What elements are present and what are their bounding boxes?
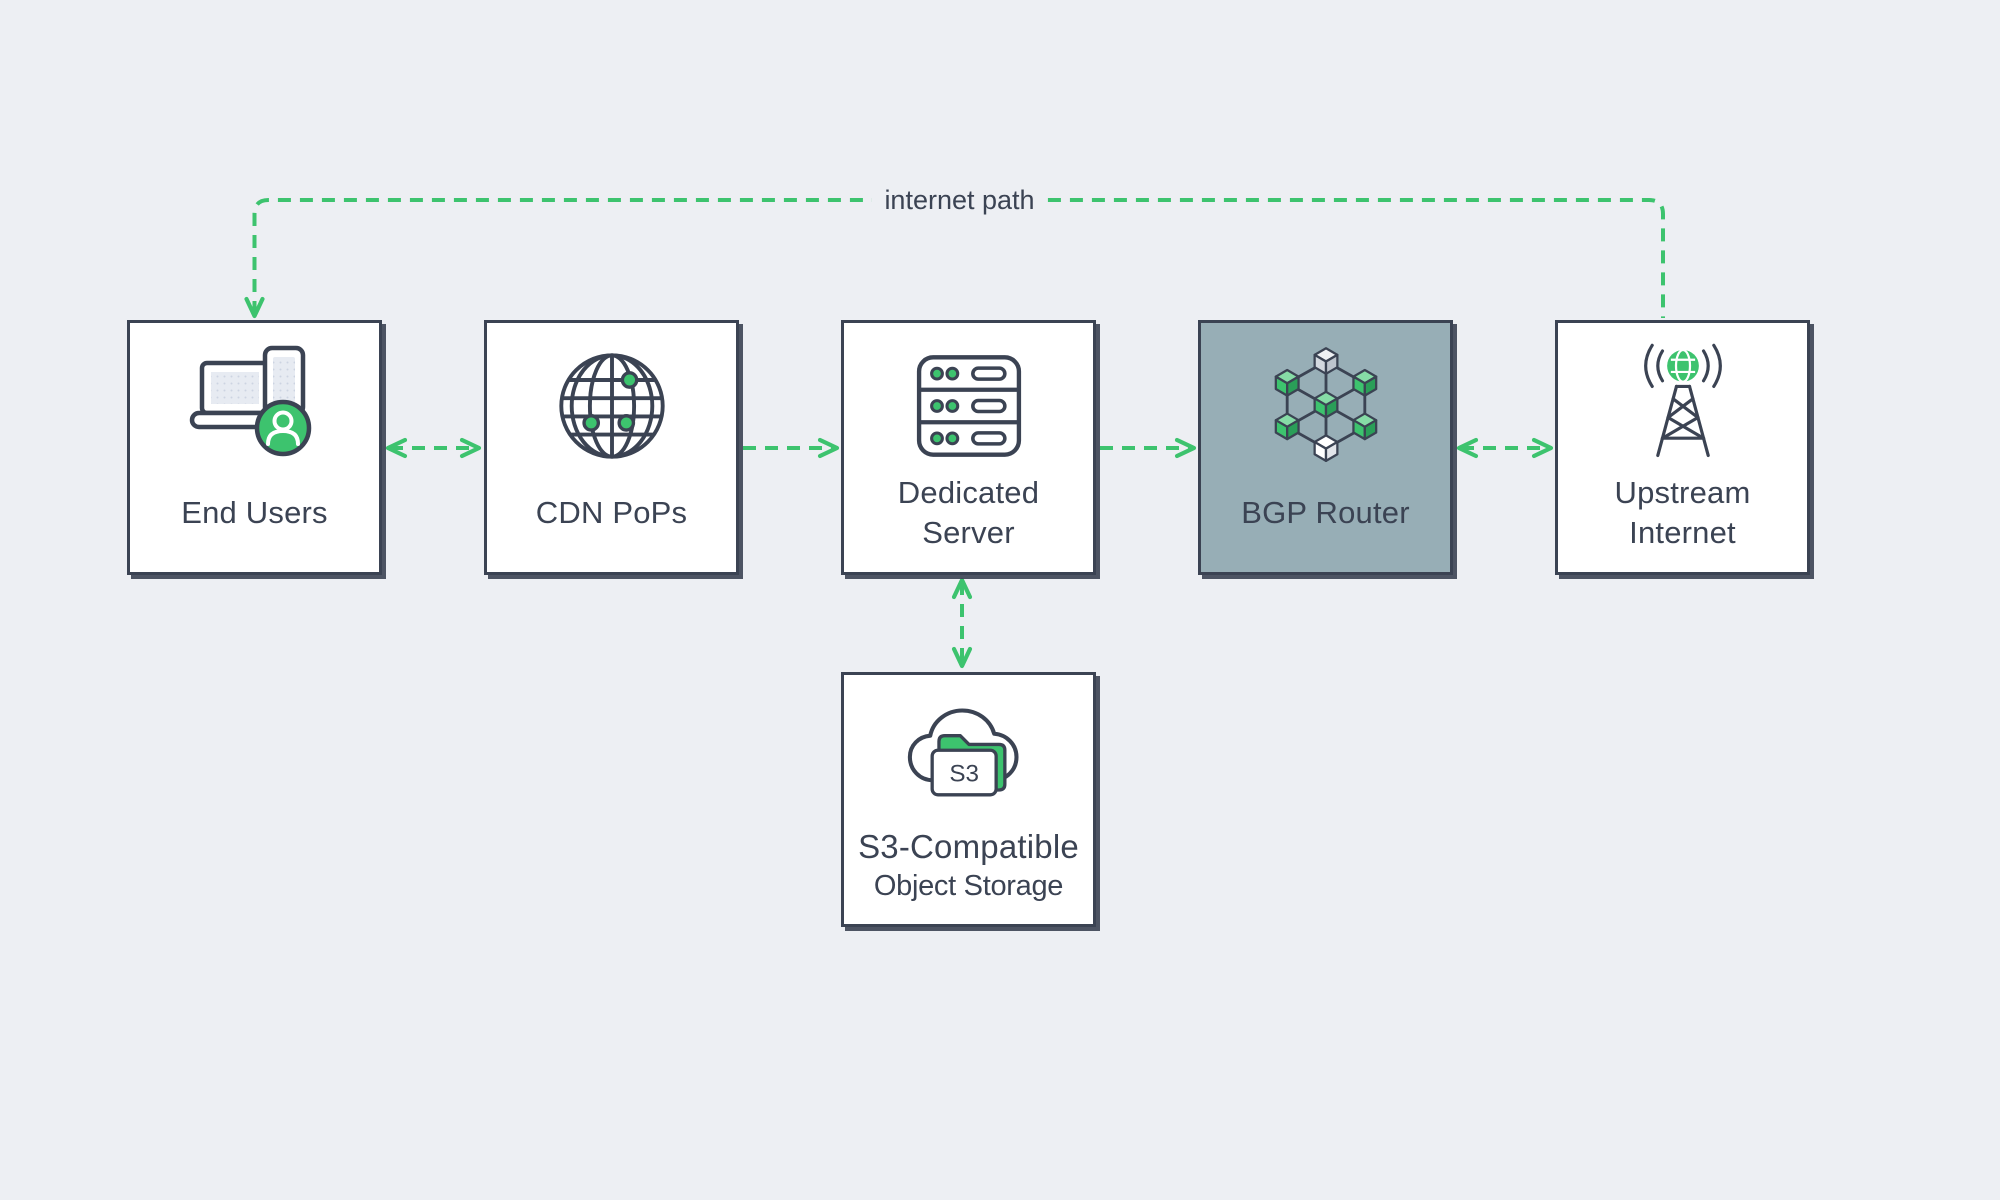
node-label-text: End Users [181,495,328,530]
server-rack-icon [844,339,1093,473]
node-s3-storage[interactable]: S3 S3-Compatible Object Storage [841,672,1096,927]
node-upstream-internet[interactable]: Upstream Internet [1555,320,1810,575]
node-label-text: Dedicated [897,475,1040,510]
globe-network-icon [487,339,736,473]
node-label-text: Server [922,515,1015,550]
node-label: End Users [124,469,385,557]
node-bgp-router[interactable]: BGP Router [1198,320,1453,575]
node-label: Upstream Internet [1552,469,1813,557]
node-label: S3-Compatible Object Storage [838,821,1099,909]
node-label-text: Object Storage [873,870,1064,902]
node-end-users[interactable]: End Users [127,320,382,575]
node-label-text: CDN PoPs [535,495,688,530]
node-label: Dedicated Server [838,469,1099,557]
users-devices-icon [130,339,379,473]
edge-upstream-internet-to-end-users [244,198,1665,319]
internet-path-label: internet path [872,183,1047,217]
node-label-text: Upstream [1614,475,1751,510]
cube-mesh-icon [1201,339,1450,473]
s3-folder-label: S3 [949,760,979,787]
node-label-text: BGP Router [1241,495,1410,530]
node-cdn-pops[interactable]: CDN PoPs [484,320,739,575]
node-label: CDN PoPs [481,469,742,557]
node-label: BGP Router [1195,469,1456,557]
node-label-text: Internet [1629,515,1736,550]
node-dedicated-server[interactable]: Dedicated Server [841,320,1096,575]
cloud-s3-folder-icon: S3 [844,691,1093,825]
radio-tower-icon [1558,339,1807,473]
node-label-text: S3-Compatible [858,828,1079,865]
